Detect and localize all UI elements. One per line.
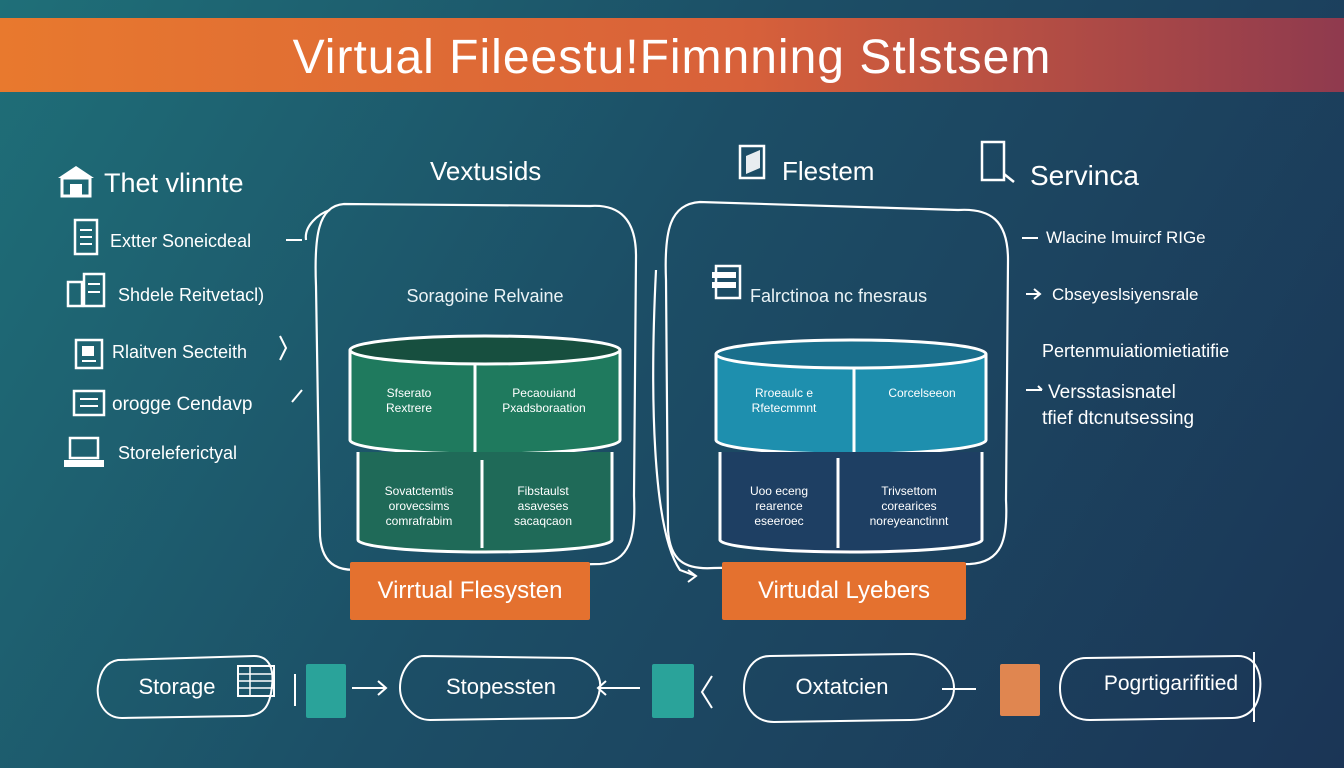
- flow-tick: [700, 675, 713, 709]
- page-title: Virtual Fileestu!Fimnning Stlstsem: [292, 31, 1052, 84]
- right-cylinder-stack: [714, 338, 988, 554]
- flow-node-2: Stopessten: [445, 674, 557, 699]
- computer-icon: [62, 436, 106, 470]
- left-panel-frame: [304, 202, 638, 571]
- list-item: tfief dtcnutsessing: [1042, 408, 1195, 429]
- teal-block-2: [652, 664, 694, 718]
- flow-node-1: Storage: [138, 674, 216, 699]
- list-item: Storeleferictyal: [118, 443, 238, 463]
- right-cell-bottom-1: Uoo eceng rearence eseeroec: [749, 484, 809, 528]
- document-icon: [72, 218, 102, 256]
- left-cell-bottom-2: Fibstaulst asaveses sacaqcaon: [513, 484, 573, 528]
- right-panel-frame: [652, 200, 1010, 583]
- list-item: Cbseyeslsiyensrale: [1052, 285, 1199, 304]
- list-item: Pertenmuiatiomietiatifie: [1042, 341, 1230, 361]
- flow-node-4: Pogrtigarifitied: [1103, 672, 1239, 695]
- list-item: Versstasisnatel: [1048, 382, 1176, 403]
- left-panel-footer: Virrtual Flesysten: [350, 562, 590, 620]
- list-item: Shdele Reitvetacl): [118, 285, 265, 305]
- flow-node-outline-2: [398, 654, 602, 722]
- middle-column-heading: Vextusids: [430, 156, 542, 186]
- right-panel-label: Falrctinoa nc fnesraus: [750, 286, 928, 306]
- title-band: [0, 18, 1344, 92]
- folder-doc-icon: [738, 144, 770, 182]
- list-item: Extter Soneicdeal: [110, 231, 252, 251]
- flow-dash: [942, 688, 976, 690]
- left-column-heading: Thet vlinnte: [104, 168, 244, 198]
- list-item: orogge Cendavp: [112, 394, 253, 415]
- flow-node-outline-3: [742, 652, 956, 724]
- cabinet-icon: [66, 270, 108, 308]
- right-panel-footer: Virtudal Lyebers: [722, 562, 966, 620]
- home-icon: [56, 164, 96, 198]
- right-cell-top-2: Corcelseeon: [888, 386, 956, 400]
- bracket-connector: [279, 335, 288, 361]
- arrow-icon: [1026, 385, 1043, 391]
- arrow-icon: [352, 680, 388, 696]
- page-doc-icon: [980, 140, 1020, 188]
- table-icon: [236, 664, 276, 698]
- right-cell-top-1: Rroeaulc e Rfetecmmnt: [751, 386, 817, 415]
- left-cylinder-stack: [348, 334, 622, 554]
- right-column-heading: Flestem: [782, 156, 875, 186]
- left-cell-bottom-1: Sovatctemtis orovecsims comrafrabim: [384, 484, 454, 528]
- left-cell-top-1: Sfserato Rextrere: [385, 386, 432, 415]
- left-panel-label: Soragoine Relvaine: [406, 286, 564, 306]
- flow-node-outline-4: [1058, 652, 1262, 722]
- arrow-icon: [1022, 237, 1038, 239]
- file-icon: [74, 336, 104, 370]
- orange-block: [1000, 664, 1040, 716]
- right-cell-bottom-2: Trivsettom corearices noreyeanctinnt: [869, 484, 949, 528]
- arrow-icon: [596, 680, 640, 696]
- flow-node-3: Oxtatcien: [795, 674, 889, 699]
- list-item: Rlaitven Secteith: [112, 342, 248, 362]
- list-item: Wlacine lmuircf RIGe: [1046, 228, 1206, 247]
- far-right-column-heading: Servinca: [1030, 160, 1139, 191]
- folder-icon: [72, 387, 106, 421]
- left-cell-top-2: Pecaouiand Pxadsboraation: [502, 386, 586, 415]
- flow-tick: [294, 674, 296, 706]
- arrow-icon: [1026, 288, 1042, 300]
- stack-doc-icon: [712, 262, 746, 304]
- teal-block-1: [306, 664, 346, 718]
- flow-node-outline-1: [96, 654, 274, 720]
- connector-lines-left: [286, 239, 303, 403]
